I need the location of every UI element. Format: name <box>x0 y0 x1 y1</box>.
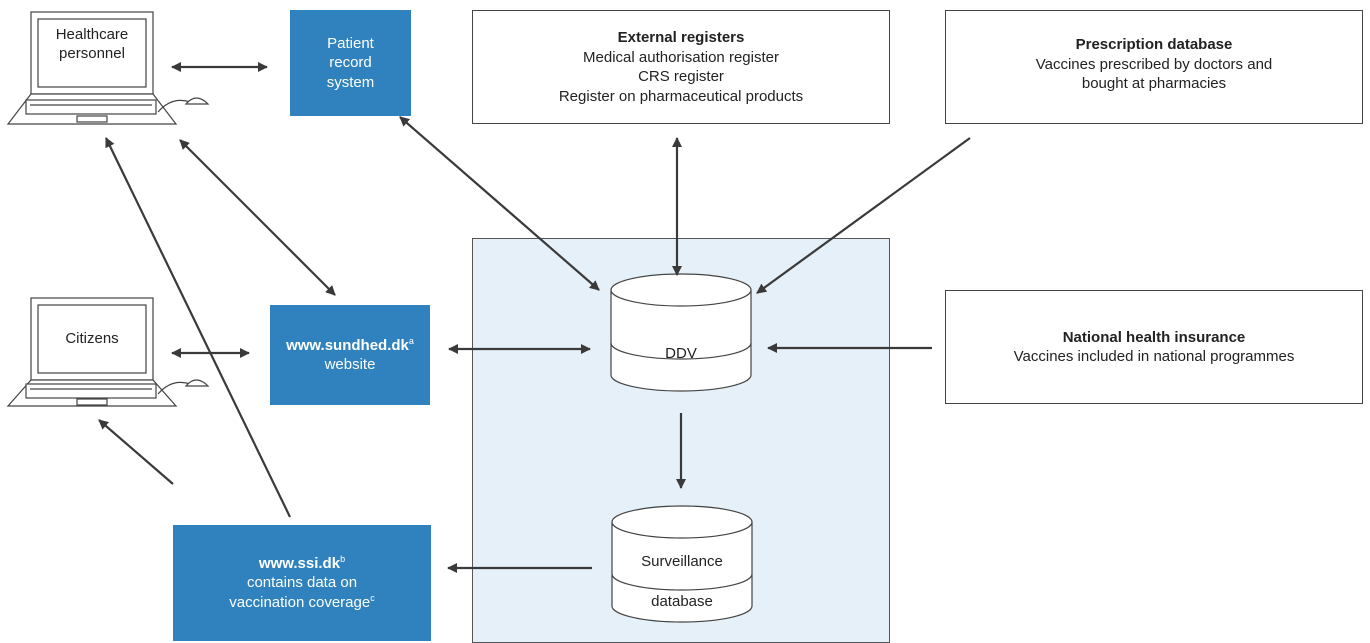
sundhed-title: www.sundhed.dka <box>286 335 414 354</box>
citizens-label: Citizens <box>65 329 119 347</box>
insurance-title: National health insurance <box>1062 328 1246 346</box>
prescription-line: Vaccines prescribed by doctors and <box>1035 55 1273 73</box>
external-line: CRS register <box>638 68 724 85</box>
arrow-healthcare-sundhed <box>179 139 336 296</box>
prescription-database-box: Prescription database Vaccines prescribe… <box>945 10 1363 124</box>
external-registers-title: External registers <box>617 29 745 46</box>
sundhed-subtitle: website <box>324 356 376 373</box>
computer-icon <box>6 297 210 407</box>
prescription-line: bought at pharmacies <box>1081 75 1227 92</box>
arrow-patient-ddv <box>399 116 600 291</box>
ssi-line2: vaccination coveragec <box>229 592 375 611</box>
patient-record-system-box: Patient record system <box>290 10 411 116</box>
prescription-title: Prescription database <box>1075 36 1233 53</box>
national-health-insurance-box: National health insurance Vaccines inclu… <box>945 290 1363 404</box>
arrow-ssi-healthcare <box>105 137 291 518</box>
external-registers-box: External registers Medical authorisation… <box>472 10 890 124</box>
ssi-title: www.ssi.dkb <box>258 553 346 572</box>
sundhed-website-box: www.sundhed.dka website <box>270 305 430 405</box>
surveillance-label-bottom: database <box>651 593 713 610</box>
database-icon <box>610 273 752 392</box>
patient-record-label: Patient record system <box>326 34 375 91</box>
ddv-label: DDV <box>665 345 697 362</box>
healthcare-personnel-label: Healthcare personnel <box>55 26 129 62</box>
ssi-website-box: www.ssi.dkb contains data on vaccination… <box>173 525 431 641</box>
external-line: Register on pharmaceutical products <box>558 87 804 105</box>
database-icon <box>611 505 753 623</box>
computer-icon <box>6 11 210 125</box>
ssi-line1: contains data on <box>246 574 358 592</box>
insurance-line: Vaccines included in national programmes <box>1013 348 1295 365</box>
arrow-ssi-citizens <box>98 419 174 485</box>
arrow-prescription-ddv <box>756 137 971 294</box>
external-line: Medical authorisation register <box>583 48 779 66</box>
surveillance-label-top: Surveillance <box>641 553 723 570</box>
